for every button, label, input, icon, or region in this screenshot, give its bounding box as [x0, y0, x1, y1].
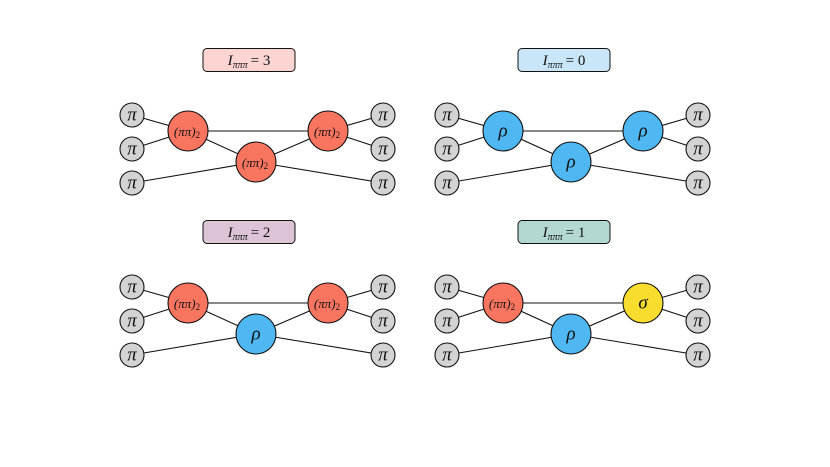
pion-left-1-circle [434, 274, 460, 300]
pion-left-2-circle [434, 136, 460, 162]
pion-right-1-circle [370, 102, 396, 128]
edge-center-pi3 [255, 161, 384, 184]
pion-right-2-label: π [378, 311, 388, 332]
node-mid-right-pipi-label: (ππ)2 [314, 124, 340, 141]
isospin-label-box [517, 48, 611, 72]
pion-right-1-label: π [378, 105, 388, 126]
pion-right-3-label: π [378, 345, 388, 366]
node-center-pipi-label: (ππ)2 [242, 155, 268, 172]
pion-left-1-label: π [442, 105, 452, 126]
pion-right-3-label: π [693, 345, 703, 366]
node-mid-left-pipi-circle [167, 282, 209, 324]
node-mid-left-pipi-circle [482, 282, 524, 324]
pion-right-1-circle [685, 102, 711, 128]
pion-left-2-label: π [442, 139, 452, 160]
pion-right-2-circle [370, 136, 396, 162]
pion-right-2-label: π [378, 139, 388, 160]
node-mid-right-sigma-label: σ [638, 293, 648, 314]
node-mid-right-pipi-label: (ππ)2 [314, 296, 340, 313]
pion-left-2-label: π [127, 311, 137, 332]
pion-left-2-label: π [442, 311, 452, 332]
edge-center-pi3 [570, 333, 699, 356]
pion-left-1-circle [434, 102, 460, 128]
pion-left-2-label: π [127, 139, 137, 160]
pion-left-1-circle [119, 102, 145, 128]
node-center-rho-label: ρ [565, 152, 575, 173]
pion-left-3-label: π [442, 173, 452, 194]
node-center-rho-circle [550, 141, 592, 183]
pion-left-3-circle [119, 170, 145, 196]
node-center-rho-label: ρ [250, 324, 260, 345]
node-mid-right-pipi-circle [307, 110, 349, 152]
pion-right-1-circle [685, 274, 711, 300]
node-mid-right-sigma-circle [622, 282, 664, 324]
pion-left-3-label: π [442, 345, 452, 366]
edge-center-pi3 [570, 161, 699, 184]
edge-pi3-center [131, 161, 257, 184]
pion-left-1-label: π [127, 105, 137, 126]
node-mid-right-rho-circle [622, 110, 664, 152]
pion-left-1-circle [119, 274, 145, 300]
pion-right-1-label: π [693, 105, 703, 126]
pion-left-2-circle [119, 136, 145, 162]
edge-center-pi3 [255, 333, 384, 356]
pion-right-2-circle [370, 308, 396, 334]
isospin-label-box [202, 48, 296, 72]
pion-right-3-label: π [693, 173, 703, 194]
node-mid-left-pipi-label: (ππ)2 [174, 296, 200, 313]
isospin-label-box [517, 220, 611, 244]
pion-right-3-circle [685, 170, 711, 196]
node-center-rho-circle [235, 313, 277, 355]
node-center-rho-circle [550, 313, 592, 355]
node-mid-right-rho-label: ρ [637, 121, 647, 142]
edge-pi3-center [446, 161, 572, 184]
pion-right-3-circle [685, 342, 711, 368]
node-mid-left-rho-label: ρ [497, 121, 507, 142]
isospin-label-box [202, 220, 296, 244]
node-mid-left-pipi-label: (ππ)2 [174, 124, 200, 141]
pion-left-2-circle [434, 308, 460, 334]
pion-left-3-label: π [127, 345, 137, 366]
pion-left-1-label: π [127, 277, 137, 298]
pion-left-3-circle [434, 342, 460, 368]
node-mid-left-pipi-circle [167, 110, 209, 152]
pion-right-2-label: π [693, 139, 703, 160]
isospin-label: Iπππ= 0 [542, 53, 586, 71]
node-center-pipi-circle [235, 141, 277, 183]
pion-right-3-circle [370, 170, 396, 196]
node-mid-left-rho-circle [482, 110, 524, 152]
pion-right-2-circle [685, 136, 711, 162]
pion-left-3-circle [434, 170, 460, 196]
isospin-label: Iπππ= 2 [227, 225, 271, 243]
pion-right-3-circle [370, 342, 396, 368]
pion-left-3-circle [119, 342, 145, 368]
pion-right-2-label: π [693, 311, 703, 332]
pion-left-1-label: π [442, 277, 452, 298]
node-mid-right-pipi-circle [307, 282, 349, 324]
isospin-label: Iπππ= 1 [542, 225, 586, 243]
isospin-label: Iπππ= 3 [227, 53, 271, 71]
pion-right-1-circle [370, 274, 396, 300]
edge-pi3-center [131, 333, 257, 356]
pion-right-2-circle [685, 308, 711, 334]
edge-pi3-center [446, 333, 572, 356]
node-mid-left-pipi-label: (ππ)2 [489, 296, 515, 313]
pion-right-1-label: π [378, 277, 388, 298]
pion-left-3-label: π [127, 173, 137, 194]
node-center-rho-label: ρ [565, 324, 575, 345]
pion-right-3-label: π [378, 173, 388, 194]
pion-right-1-label: π [693, 277, 703, 298]
pion-left-2-circle [119, 308, 145, 334]
